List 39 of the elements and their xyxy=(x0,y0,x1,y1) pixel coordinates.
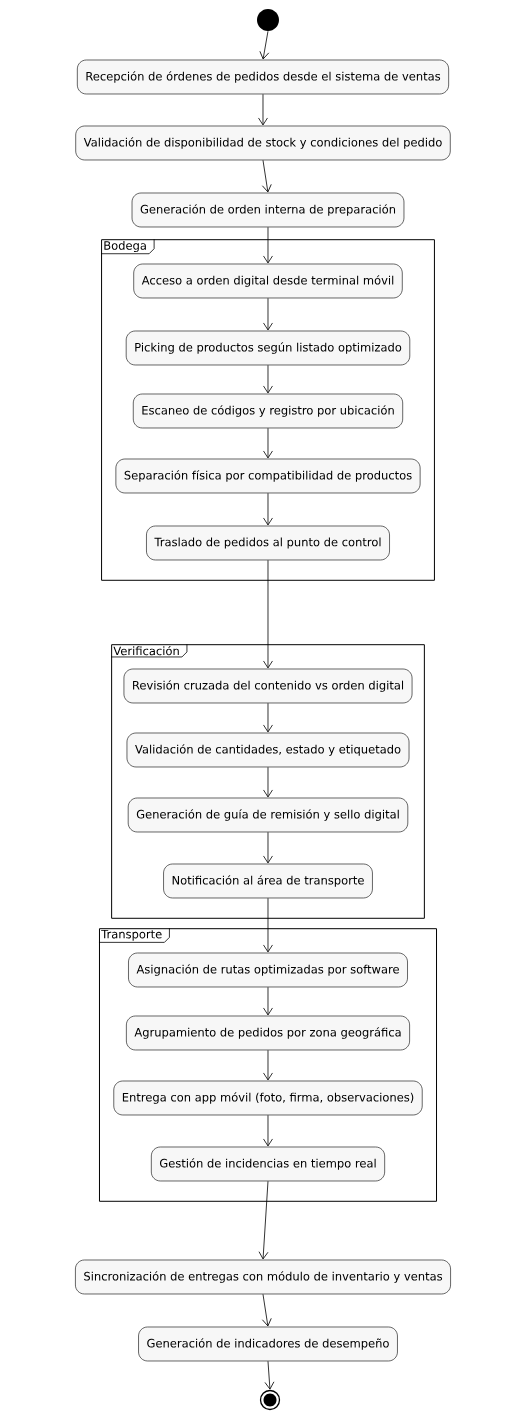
arrow xyxy=(263,897,273,953)
activity-box: Recepción de órdenes de pedidos desde el sistema de ventas xyxy=(77,59,449,95)
activity-box: Generación de guía de remisión y sello digital xyxy=(127,797,409,833)
activity-box: Separación física por compatibilidad de productos xyxy=(115,458,421,494)
arrow xyxy=(263,831,273,864)
arrow xyxy=(263,226,273,264)
arrow xyxy=(263,297,273,331)
arrow xyxy=(261,1293,272,1327)
activity-box: Asignación de rutas optimizadas por software xyxy=(128,952,408,988)
activity-box: Generación de orden interna de preparación xyxy=(131,192,405,228)
activity-box: Notificación al área de transporte xyxy=(163,863,373,899)
arrow xyxy=(263,559,273,669)
arrow xyxy=(263,492,273,526)
arrow xyxy=(259,30,270,60)
arrow xyxy=(261,159,272,193)
arrow xyxy=(263,364,273,394)
activity-box: Escaneo de códigos y registro por ubicación xyxy=(133,393,403,429)
arrow xyxy=(264,1360,275,1390)
activity-box: Picking de productos según listado optimizado xyxy=(125,330,411,366)
arrow xyxy=(263,986,273,1016)
start-dot xyxy=(257,9,279,31)
activity-box: Gestión de incidencias en tiempo real xyxy=(151,1146,385,1182)
activity-box: Generación de indicadores de desempeño xyxy=(138,1326,398,1362)
activity-box: Validación de cantidades, estado y etiquetado xyxy=(126,732,410,768)
activity-box: Validación de disponibilidad de stock y condiciones del pedido xyxy=(75,125,451,161)
arrow xyxy=(258,93,268,126)
activity-box: Traslado de pedidos al punto de control xyxy=(146,525,390,561)
activity-box: Agrupamiento de pedidos por zona geográfica xyxy=(126,1015,410,1051)
arrow xyxy=(258,1180,269,1260)
arrow xyxy=(263,1114,273,1147)
activity-box: Revisión cruzada del contenido vs orden digital xyxy=(123,668,413,704)
activity-box: Acceso a orden digital desde terminal móvil xyxy=(133,263,403,299)
arrow xyxy=(263,1049,273,1081)
activity-box: Entrega con app móvil (foto, firma, observaciones) xyxy=(113,1080,423,1116)
end-marker xyxy=(259,1389,281,1411)
arrow xyxy=(263,427,273,459)
arrow xyxy=(263,702,273,733)
activity-box: Sincronización de entregas con módulo de inventario y ventas xyxy=(75,1259,451,1295)
arrow xyxy=(263,766,273,798)
